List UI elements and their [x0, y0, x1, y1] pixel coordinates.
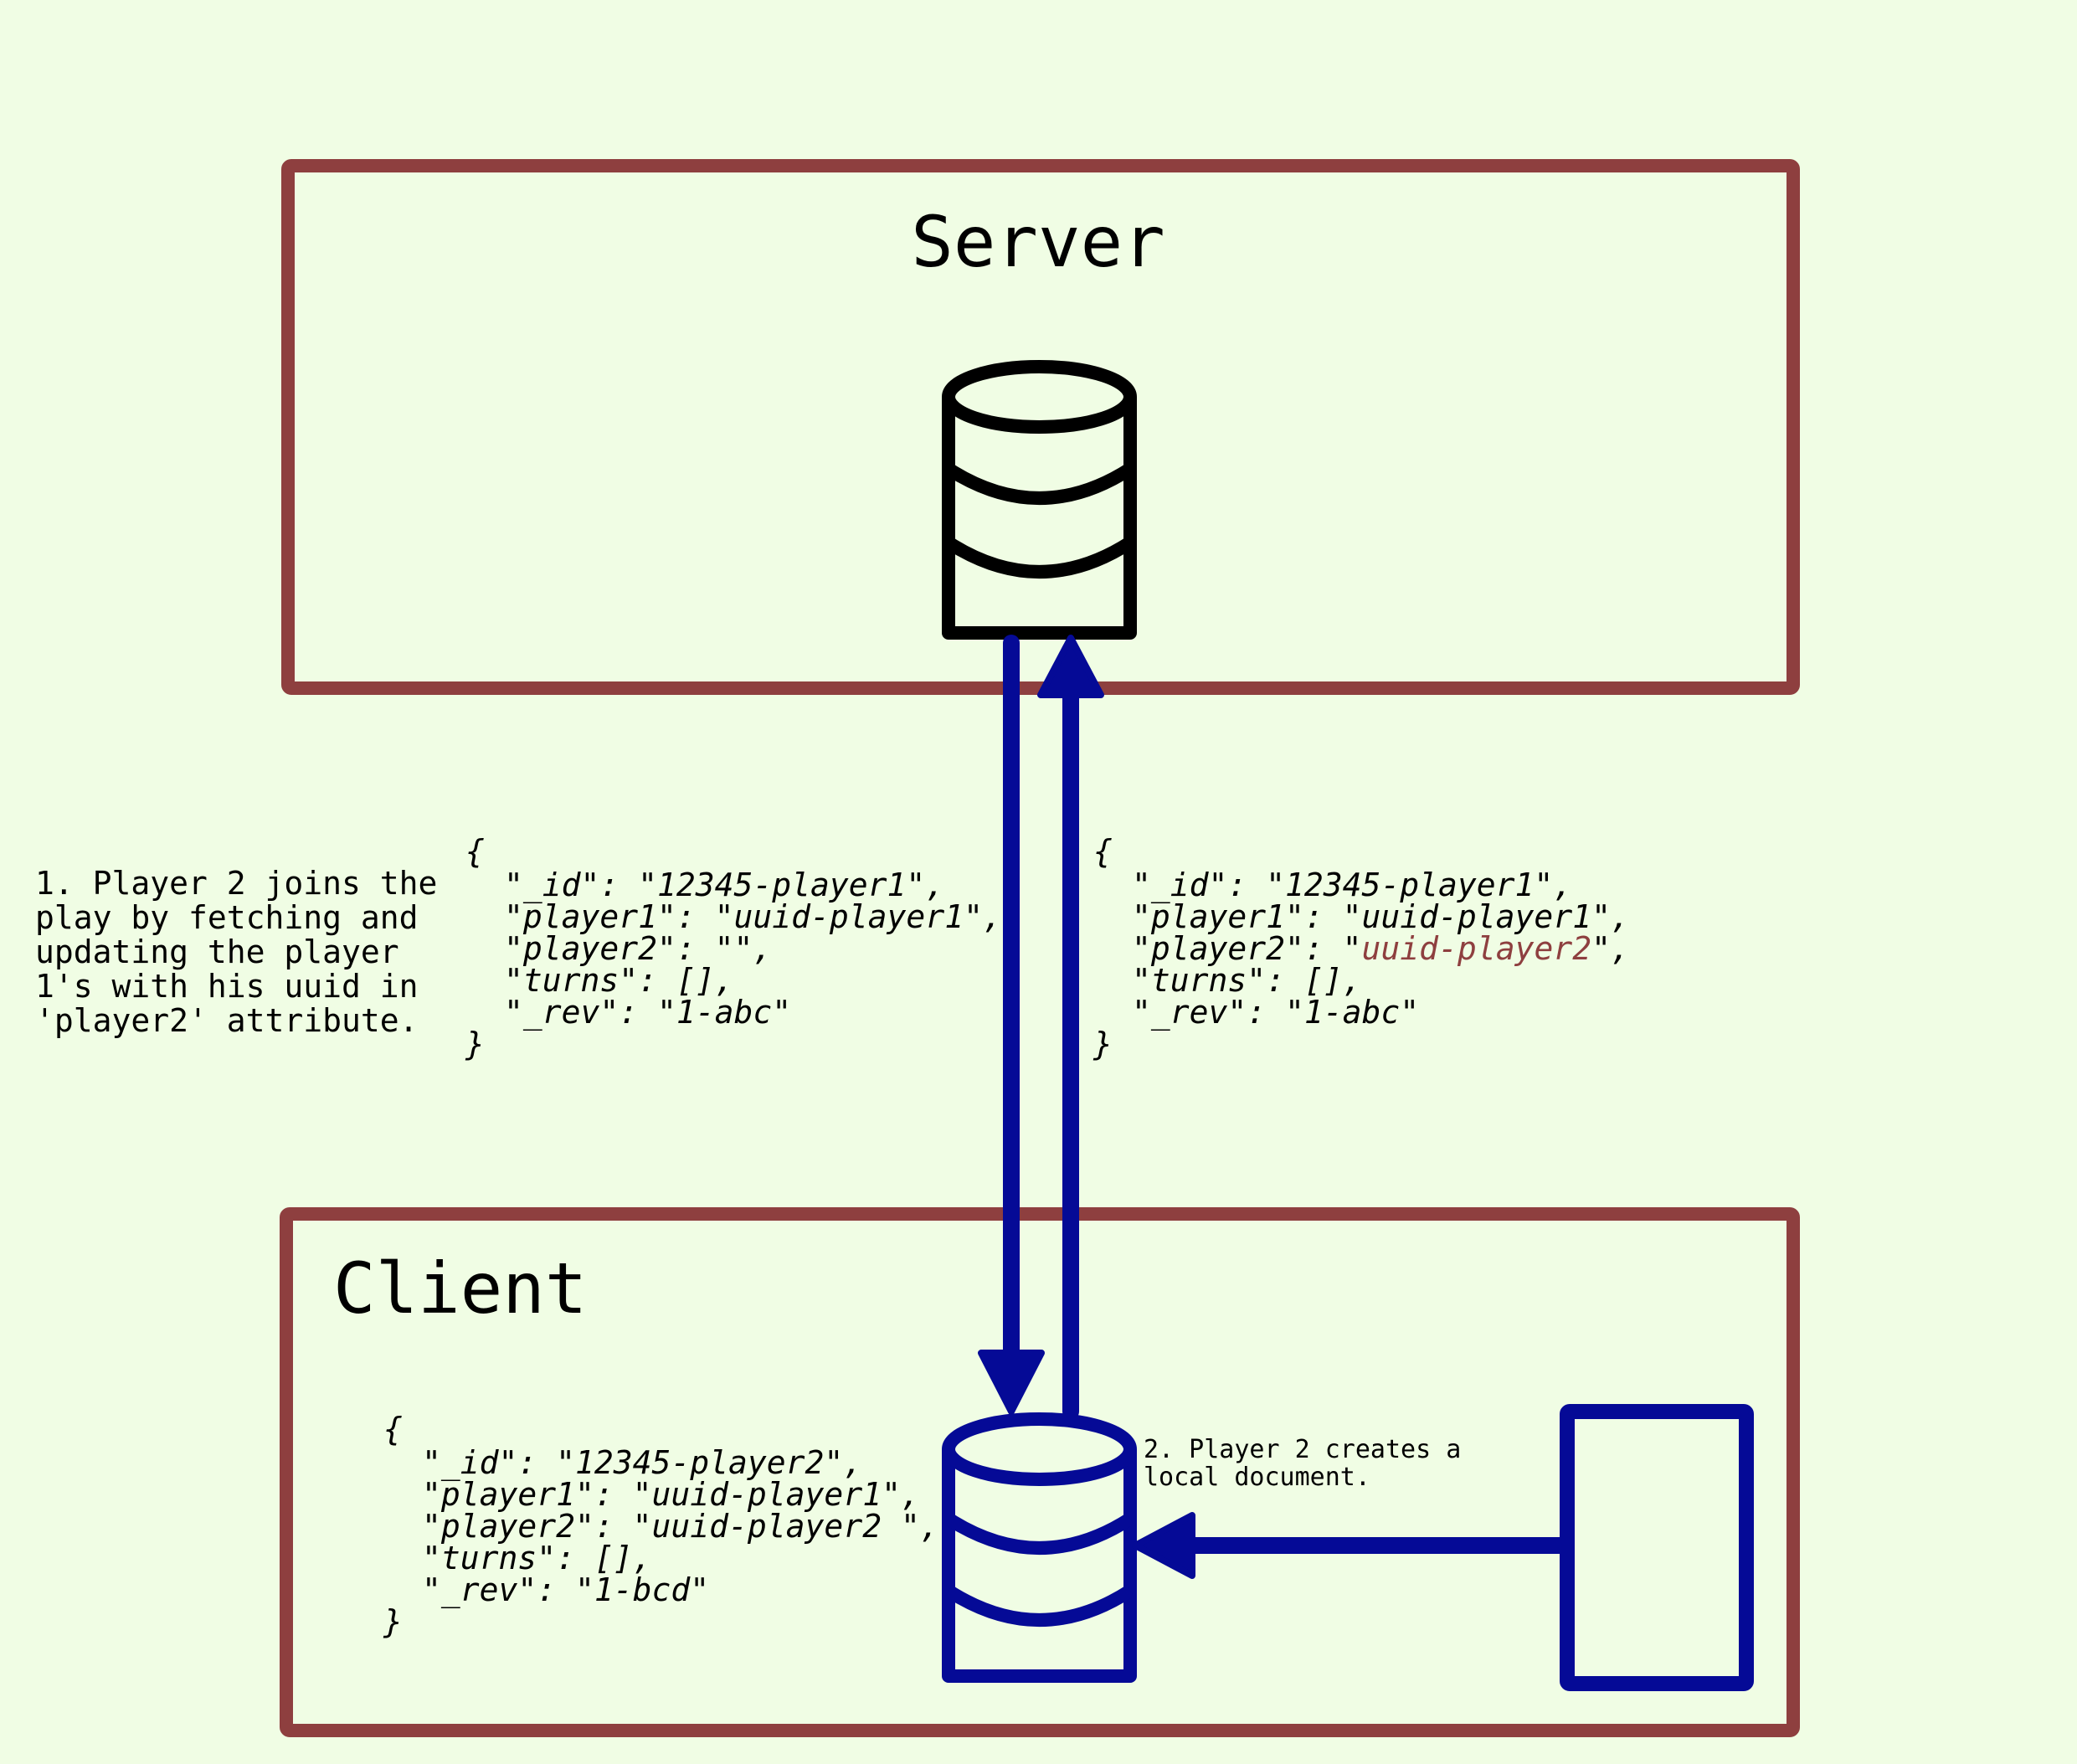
- create-arrow: [1132, 1512, 1565, 1579]
- json-line: "_rev": "1-abc": [504, 994, 791, 1031]
- step2-note: 2. Player 2 creates a local document.: [1144, 1435, 1476, 1492]
- step1-note-line: 1. Player 2 joins the: [35, 865, 437, 902]
- json-line: "_id": "12345-player1",: [504, 867, 944, 904]
- json-line: "_rev": "1-bcd": [422, 1571, 709, 1609]
- replication-arrows: [978, 635, 1104, 1420]
- json-line: "turns": [],: [504, 962, 734, 999]
- json-brace-open: {: [465, 833, 485, 870]
- document-icon: [1560, 1404, 1754, 1691]
- client-title: Client: [333, 1247, 587, 1329]
- json-brace-close: }: [465, 1026, 485, 1062]
- local-json: { "_id": "12345-player2", "player1": "uu…: [383, 1411, 959, 1640]
- json-line: "player1": "uuid-player1",: [504, 898, 1002, 935]
- step1-note-line: play by fetching and: [35, 899, 419, 936]
- fetched-json: { "_id": "12345-player1", "player1": "uu…: [465, 833, 1021, 1062]
- server-title: Server: [911, 201, 1164, 283]
- step1-note-line: 'player2' attribute.: [35, 1002, 419, 1039]
- json-line-suffix: ",: [1591, 930, 1630, 967]
- json-brace-open: {: [383, 1411, 403, 1448]
- client-database-icon: [942, 1412, 1137, 1683]
- updated-json: { "_id": "12345-player1", "player1": "uu…: [1092, 833, 1649, 1062]
- client-box: Client: [280, 1207, 1800, 1737]
- push-arrow-head: [1037, 635, 1104, 698]
- json-brace-close: }: [383, 1603, 403, 1640]
- json-line: "player1": "uuid-player1",: [1132, 898, 1630, 935]
- step1-note-line: updating the player: [35, 933, 399, 970]
- step1-note-line: 1's with his uuid in: [35, 968, 419, 1005]
- json-line: "player2": "",: [504, 930, 772, 967]
- json-line: "turns": [],: [1132, 962, 1362, 999]
- json-line: "player1": "uuid-player1",: [422, 1476, 920, 1513]
- json-line: "turns": [],: [422, 1540, 652, 1576]
- step2-note-line: local document.: [1144, 1463, 1370, 1492]
- json-brace-open: {: [1093, 833, 1113, 870]
- json-line: "_id": "12345-player2",: [422, 1444, 862, 1482]
- json-line: "player2": "uuid-player2 ",: [422, 1508, 939, 1545]
- client-box-border: [280, 1207, 1800, 1737]
- json-line: "_rev": "1-abc": [1132, 994, 1419, 1031]
- json-line: "_id": "12345-player1",: [1132, 867, 1572, 904]
- step1-note: 1. Player 2 joins the play by fetching a…: [35, 865, 456, 1039]
- json-highlight-value: uuid-player2: [1362, 930, 1592, 967]
- pull-arrow-head: [978, 1350, 1045, 1415]
- json-brace-close: }: [1092, 1026, 1113, 1062]
- json-line: "player2": ": [1132, 930, 1362, 967]
- step2-note-line: 2. Player 2 creates a: [1144, 1435, 1461, 1464]
- database-icon: [942, 360, 1137, 640]
